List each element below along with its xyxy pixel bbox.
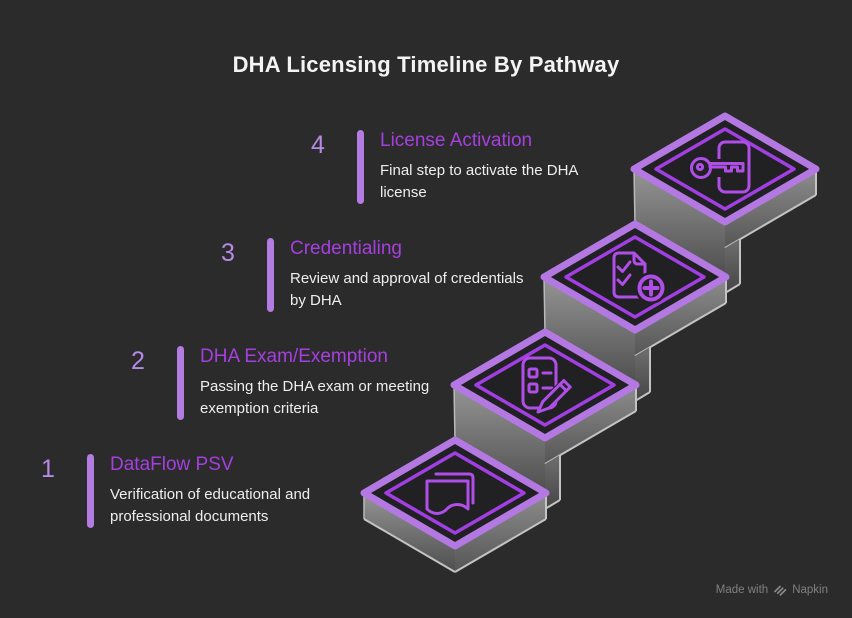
step-heading: DataFlow PSV — [110, 454, 234, 475]
step-item-4: 4 License Activation Final step to activ… — [298, 130, 592, 204]
step-heading: Credentialing — [290, 238, 402, 259]
page-title: DHA Licensing Timeline By Pathway — [232, 52, 620, 77]
step-number: 3 — [221, 239, 235, 267]
step-heading: License Activation — [380, 130, 533, 151]
step-item-1: 1 DataFlow PSV Verification of education… — [28, 454, 334, 528]
watermark-brand: Napkin — [792, 583, 828, 596]
step-accent-bar — [87, 454, 94, 528]
step-item-2: 2 DHA Exam/Exemption Passing the DHA exa… — [118, 346, 435, 420]
step-number: 4 — [311, 131, 325, 159]
napkin-logo-icon — [774, 585, 787, 596]
step-description: Final step to activate the DHA license — [380, 161, 578, 201]
step-number: 1 — [41, 455, 55, 483]
step-description: Passing the DHA exam or meeting exemptio… — [200, 377, 430, 417]
document-approval-icon — [612, 251, 667, 304]
step-description: Verification of educational and professi… — [110, 485, 311, 525]
step-item-3: 3 Credentialing Review and approval of c… — [208, 238, 540, 312]
staircase-step-2 — [450, 328, 640, 510]
step-accent-bar — [177, 346, 184, 420]
staircase-step-4 — [630, 112, 820, 294]
step-description: Review and approval of credentials by DH… — [290, 269, 524, 309]
key-access-icon — [688, 140, 751, 194]
documents-icon — [425, 472, 475, 515]
staircase-step-3 — [540, 220, 730, 402]
step-accent-bar — [267, 238, 274, 312]
step-heading: DHA Exam/Exemption — [200, 346, 388, 367]
watermark-prefix: Made with — [715, 583, 769, 596]
step-accent-bar — [357, 130, 364, 204]
staircase-step-1 — [360, 436, 550, 573]
step-number: 2 — [131, 347, 145, 375]
exam-form-pencil-icon — [521, 356, 574, 415]
watermark: Made with Napkin — [716, 583, 828, 596]
